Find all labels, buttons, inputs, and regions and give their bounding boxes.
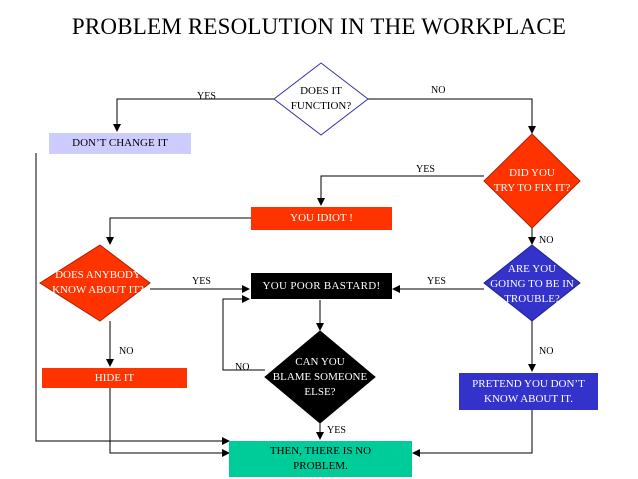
node-does-it-function: DOES IT FUNCTION? bbox=[290, 85, 352, 112]
edge-label-no: NO bbox=[235, 362, 250, 373]
edge-function-yes bbox=[113, 98, 274, 132]
node-can-you-blame: CAN YOU BLAME SOMEONE ELSE? bbox=[272, 355, 368, 398]
page-title: PROBLEM RESOLUTION IN THE WORKPLACE bbox=[71, 14, 567, 39]
edge-function-no bbox=[368, 98, 536, 134]
edge-blame-no bbox=[222, 295, 265, 371]
diamond-does-it-function bbox=[273, 62, 369, 136]
edge-label-yes: YES bbox=[416, 164, 435, 175]
edge-try-yes bbox=[317, 175, 484, 206]
edge-label-yes: YES bbox=[192, 276, 211, 287]
edge-label-no: NO bbox=[539, 235, 554, 246]
node-you-poor-bastard: YOU POOR BASTARD! bbox=[251, 273, 392, 299]
edge-label-yes: YES bbox=[197, 91, 216, 102]
edge-hide-down bbox=[109, 388, 230, 457]
node-did-you-try: DID YOU TRY TO FIX IT? bbox=[493, 167, 571, 194]
edge-pretend-down bbox=[412, 410, 533, 457]
node-are-you-in-trouble: ARE YOU GOING TO BE IN TROUBLE? bbox=[490, 262, 574, 305]
edge-label-no: NO bbox=[539, 346, 554, 357]
node-you-idiot: YOU IDIOT ! bbox=[251, 207, 392, 230]
edge-label-no: NO bbox=[119, 346, 134, 357]
edge-idiot-down bbox=[106, 217, 251, 245]
node-no-problem: THEN, THERE IS NO PROBLEM. bbox=[229, 441, 412, 477]
diamond-does-anybody-know bbox=[39, 244, 151, 322]
node-pretend: PRETEND YOU DON’T KNOW ABOUT IT. bbox=[459, 373, 598, 410]
edge-dontchange-down bbox=[35, 153, 230, 445]
node-dont-change-it: DON’T CHANGE IT bbox=[49, 133, 191, 154]
node-does-anybody-know: DOES ANYBODY KNOW ABOUT IT? bbox=[52, 269, 144, 296]
node-hide-it: HIDE IT bbox=[42, 368, 187, 388]
edge-label-yes: YES bbox=[327, 425, 346, 436]
edge-label-yes: YES bbox=[427, 276, 446, 287]
edge-label-no: NO bbox=[431, 85, 446, 96]
